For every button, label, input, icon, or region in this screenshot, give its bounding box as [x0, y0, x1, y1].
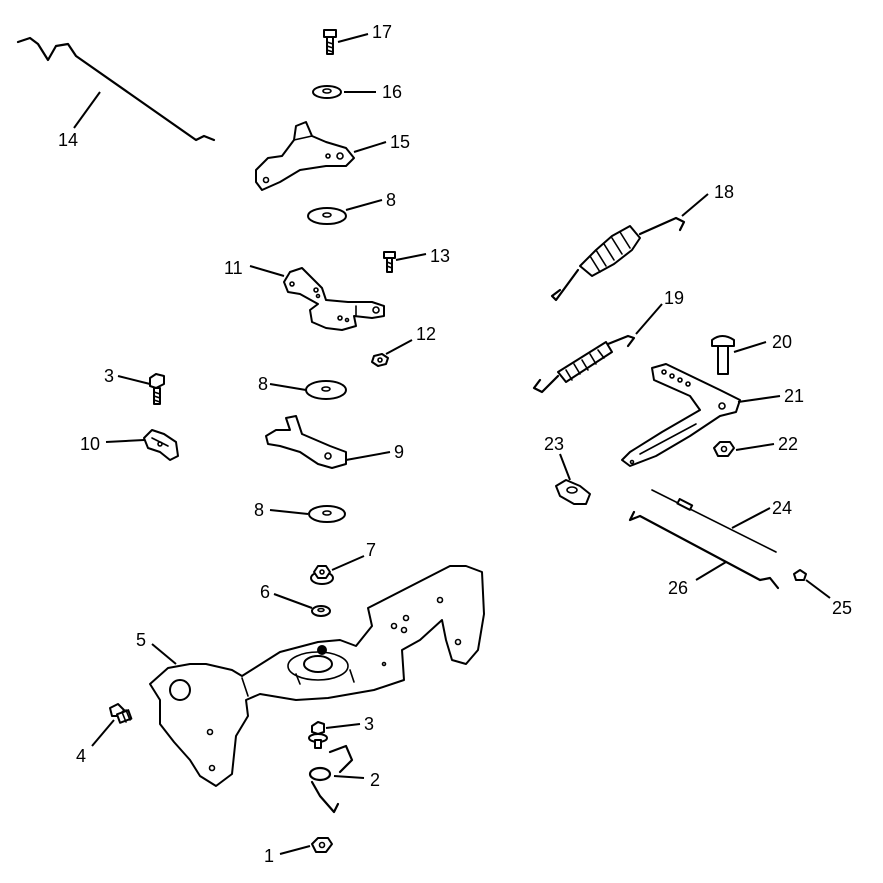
callout-8-middle: 8 [258, 374, 268, 394]
part-spring-18 [550, 216, 686, 302]
callout-17: 17 [372, 22, 392, 42]
part-lever-15 [255, 121, 355, 191]
part-washer-8-middle [305, 380, 347, 400]
part-nut-25 [793, 569, 807, 581]
part-spring-19 [532, 334, 636, 394]
part-washer-6 [311, 605, 331, 617]
part-rod-26 [628, 510, 780, 590]
callout-14: 14 [58, 130, 78, 150]
part-bolt-20 [711, 335, 735, 375]
leader-lines [73, 33, 831, 855]
callout-22: 22 [778, 434, 798, 454]
part-screw-13 [383, 251, 396, 273]
part-nut-7 [310, 565, 334, 585]
part-screw-4 [109, 703, 133, 724]
part-clamp-23 [555, 479, 591, 505]
part-lever-11 [283, 267, 385, 331]
part-bolt-3-lower [308, 721, 328, 749]
callout-20: 20 [772, 332, 792, 352]
part-lever-9 [265, 415, 347, 469]
part-washer-8-bottom [308, 505, 346, 523]
part-clip-10 [143, 429, 179, 461]
callout-6: 6 [260, 582, 270, 602]
part-washer-16 [312, 85, 342, 99]
callout-3-upper: 3 [104, 366, 114, 386]
part-washer-8-top [307, 207, 347, 225]
callout-16: 16 [382, 82, 402, 102]
part-throttle-rod [16, 36, 216, 142]
part-nut-1 [311, 837, 333, 853]
callout-5: 5 [136, 630, 146, 650]
callout-21: 21 [784, 386, 804, 406]
callout-26: 26 [668, 578, 688, 598]
callout-9: 9 [394, 442, 404, 462]
callout-labels: 17 16 15 8 13 11 12 3 8 10 9 8 7 6 5 4 3… [58, 22, 852, 866]
part-arm-21 [621, 363, 741, 467]
part-cable-24 [651, 489, 777, 553]
part-nut-12 [371, 353, 389, 367]
callout-7: 7 [366, 540, 376, 560]
callout-19: 19 [664, 288, 684, 308]
callout-2: 2 [370, 770, 380, 790]
part-spring-2 [308, 744, 354, 814]
callout-13: 13 [430, 246, 450, 266]
callout-24: 24 [772, 498, 792, 518]
callout-23: 23 [544, 434, 564, 454]
callout-3-lower: 3 [364, 714, 374, 734]
callout-11: 11 [224, 258, 243, 278]
part-bolt-17 [323, 29, 337, 55]
callout-15: 15 [390, 132, 410, 152]
callout-8-top: 8 [386, 190, 396, 210]
callout-25: 25 [832, 598, 852, 618]
part-bracket-5 [149, 565, 485, 787]
part-bolt-3-upper [149, 373, 165, 405]
callout-18: 18 [714, 182, 734, 202]
callout-1: 1 [264, 846, 274, 866]
callout-8-bottom: 8 [254, 500, 264, 520]
callout-12: 12 [416, 324, 436, 344]
callout-10: 10 [80, 434, 100, 454]
callout-4: 4 [76, 746, 86, 766]
part-nut-22 [713, 441, 735, 457]
